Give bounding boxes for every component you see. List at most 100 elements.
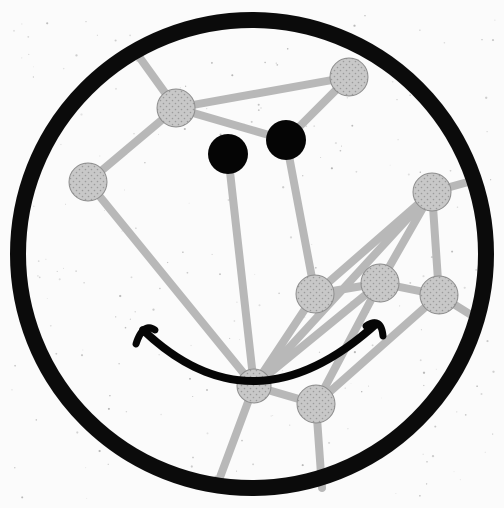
speckle-dot bbox=[341, 146, 342, 147]
speckle-dot bbox=[347, 428, 348, 429]
speckle-dot bbox=[21, 496, 23, 498]
speckle-dot bbox=[457, 207, 458, 208]
speckle-dot bbox=[125, 327, 127, 329]
speckle-dot bbox=[189, 203, 190, 204]
speckle-dot bbox=[21, 24, 22, 25]
speckle-dot bbox=[236, 471, 237, 472]
speckle-dot bbox=[187, 272, 189, 274]
speckle-dot bbox=[278, 293, 280, 295]
speckle-dot bbox=[465, 414, 467, 416]
speckle-dot bbox=[81, 354, 83, 356]
speckle-dot bbox=[108, 464, 109, 465]
network-link-icon bbox=[286, 140, 315, 294]
speckle-dot bbox=[419, 495, 421, 497]
speckle-dot bbox=[159, 288, 160, 289]
speckle-dot bbox=[184, 128, 186, 130]
speckle-dot bbox=[115, 39, 117, 41]
speckle-dot bbox=[63, 268, 64, 269]
speckle-dot bbox=[206, 108, 207, 109]
speckle-dot bbox=[108, 408, 110, 410]
speckle-dot bbox=[115, 316, 116, 317]
speckle-dot bbox=[55, 353, 57, 355]
speckle-dot bbox=[264, 62, 265, 63]
speckle-dot bbox=[392, 81, 394, 83]
speckle-dot bbox=[130, 319, 131, 320]
speckle-dot bbox=[450, 170, 452, 172]
speckle-dot bbox=[396, 493, 397, 494]
network-node-icon bbox=[157, 89, 195, 127]
speckle-dot bbox=[76, 431, 78, 433]
speckle-dot bbox=[115, 88, 117, 90]
speckle-dot bbox=[319, 352, 320, 353]
speckle-dot bbox=[14, 467, 15, 468]
speckle-dot bbox=[234, 320, 236, 322]
speckle-dot bbox=[46, 22, 48, 24]
right-eye-icon bbox=[266, 120, 306, 160]
speckle-dot bbox=[381, 398, 382, 399]
speckle-dot bbox=[133, 133, 134, 134]
speckle-dot bbox=[159, 354, 160, 355]
speckle-dot bbox=[75, 270, 77, 272]
network-node-icon bbox=[420, 276, 458, 314]
speckle-dot bbox=[335, 142, 337, 144]
speckle-dot bbox=[464, 287, 466, 289]
speckle-dot bbox=[423, 385, 424, 386]
speckle-dot bbox=[298, 157, 299, 158]
speckle-dot bbox=[191, 465, 193, 467]
speckle-dot bbox=[135, 311, 136, 312]
network-node-icon bbox=[330, 58, 368, 96]
speckle-dot bbox=[287, 48, 289, 50]
speckle-dot bbox=[192, 457, 194, 459]
speckle-dot bbox=[80, 113, 82, 115]
speckle-dot bbox=[239, 339, 240, 340]
left-eye-icon bbox=[208, 134, 248, 174]
speckle-dot bbox=[135, 227, 137, 229]
speckle-dot bbox=[372, 344, 374, 346]
speckle-dot bbox=[97, 35, 98, 36]
speckle-dot bbox=[289, 425, 290, 426]
speckle-dot bbox=[63, 68, 64, 69]
speckle-dot bbox=[47, 298, 48, 299]
face-outline-icon bbox=[18, 20, 486, 488]
speckle-dot bbox=[207, 432, 209, 434]
speckle-dot bbox=[251, 121, 253, 123]
speckle-dot bbox=[408, 173, 410, 175]
speckle-dot bbox=[397, 139, 399, 141]
network-node-icon bbox=[296, 275, 334, 313]
speckle-dot bbox=[212, 254, 213, 255]
speckle-dot bbox=[231, 74, 233, 76]
speckle-dot bbox=[421, 329, 422, 330]
speckle-dot bbox=[219, 273, 221, 275]
speckle-dot bbox=[14, 365, 16, 367]
speckle-dot bbox=[99, 450, 101, 452]
speckle-dot bbox=[422, 275, 424, 277]
speckle-dot bbox=[420, 171, 421, 172]
speckle-dot bbox=[258, 109, 260, 111]
speckle-dot bbox=[272, 415, 273, 416]
speckle-dot bbox=[82, 349, 83, 350]
speckle-dot bbox=[331, 167, 333, 169]
speckle-dot bbox=[13, 30, 15, 32]
speckle-dot bbox=[38, 260, 40, 262]
speckle-dot bbox=[75, 54, 77, 56]
speckle-dot bbox=[158, 134, 159, 135]
speckle-dot bbox=[33, 206, 34, 207]
speckle-dot bbox=[241, 440, 243, 442]
speckle-dot bbox=[434, 426, 436, 428]
speckle-dot bbox=[475, 269, 477, 271]
speckle-dot bbox=[436, 369, 437, 370]
speckle-dot bbox=[27, 36, 29, 38]
speckle-dot bbox=[152, 308, 154, 310]
speckle-dot bbox=[481, 393, 483, 395]
speckle-dot bbox=[104, 210, 105, 211]
speckle-dot bbox=[396, 99, 397, 100]
speckle-dot bbox=[33, 67, 34, 68]
speckle-dot bbox=[361, 391, 362, 392]
speckle-dot bbox=[236, 302, 237, 303]
speckle-dot bbox=[144, 162, 145, 163]
speckle-dot bbox=[190, 345, 191, 346]
speckle-dot bbox=[351, 125, 353, 127]
network-node-icon bbox=[237, 369, 271, 403]
speckle-dot bbox=[409, 282, 411, 284]
